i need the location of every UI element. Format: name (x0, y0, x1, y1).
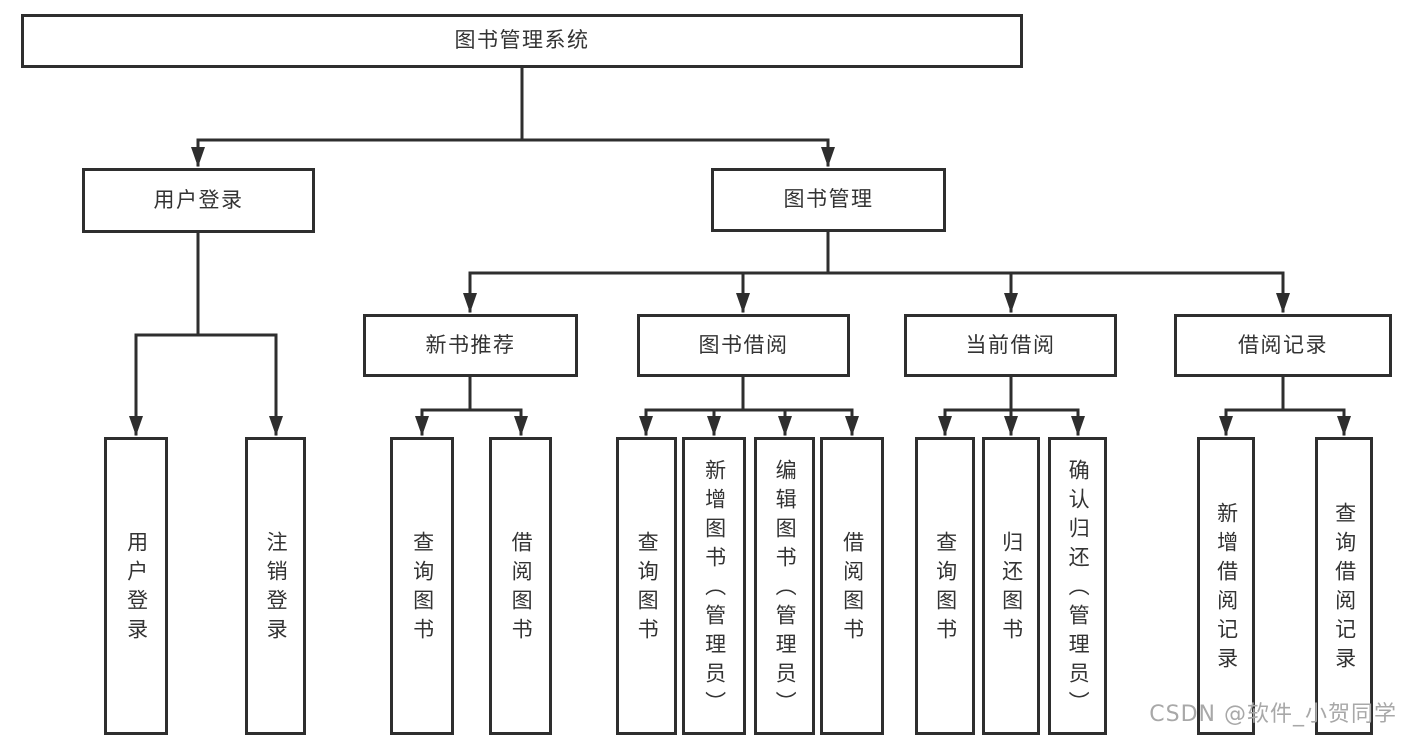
leaf-query-books-recommend: 查询图书 (390, 437, 454, 735)
node-new-book-recommend: 新书推荐 (363, 314, 578, 377)
leaf-query-borrow-record: 查询借阅记录 (1315, 437, 1373, 735)
leaf-edit-book-admin: 编辑图书（管理员） (754, 437, 815, 735)
leaf-user-login: 用户登录 (104, 437, 168, 735)
node-book-management: 图书管理 (711, 168, 946, 232)
node-borrow-records: 借阅记录 (1174, 314, 1392, 377)
leaf-borrow-books-recommend: 借阅图书 (489, 437, 552, 735)
leaf-add-borrow-record: 新增借阅记录 (1197, 437, 1255, 735)
leaf-logout: 注销登录 (245, 437, 306, 735)
node-user-login: 用户登录 (82, 168, 315, 233)
node-book-borrow: 图书借阅 (637, 314, 850, 377)
leaf-confirm-return-admin: 确认归还（管理员） (1048, 437, 1107, 735)
leaf-query-books-current: 查询图书 (915, 437, 975, 735)
node-current-borrow: 当前借阅 (904, 314, 1117, 377)
leaf-query-books-borrow: 查询图书 (616, 437, 677, 735)
node-library-system: 图书管理系统 (21, 14, 1023, 68)
watermark: CSDN @软件_小贺同学 (1149, 702, 1397, 727)
leaf-add-book-admin: 新增图书（管理员） (682, 437, 746, 735)
leaf-borrow-books: 借阅图书 (820, 437, 884, 735)
leaf-return-book: 归还图书 (982, 437, 1040, 735)
